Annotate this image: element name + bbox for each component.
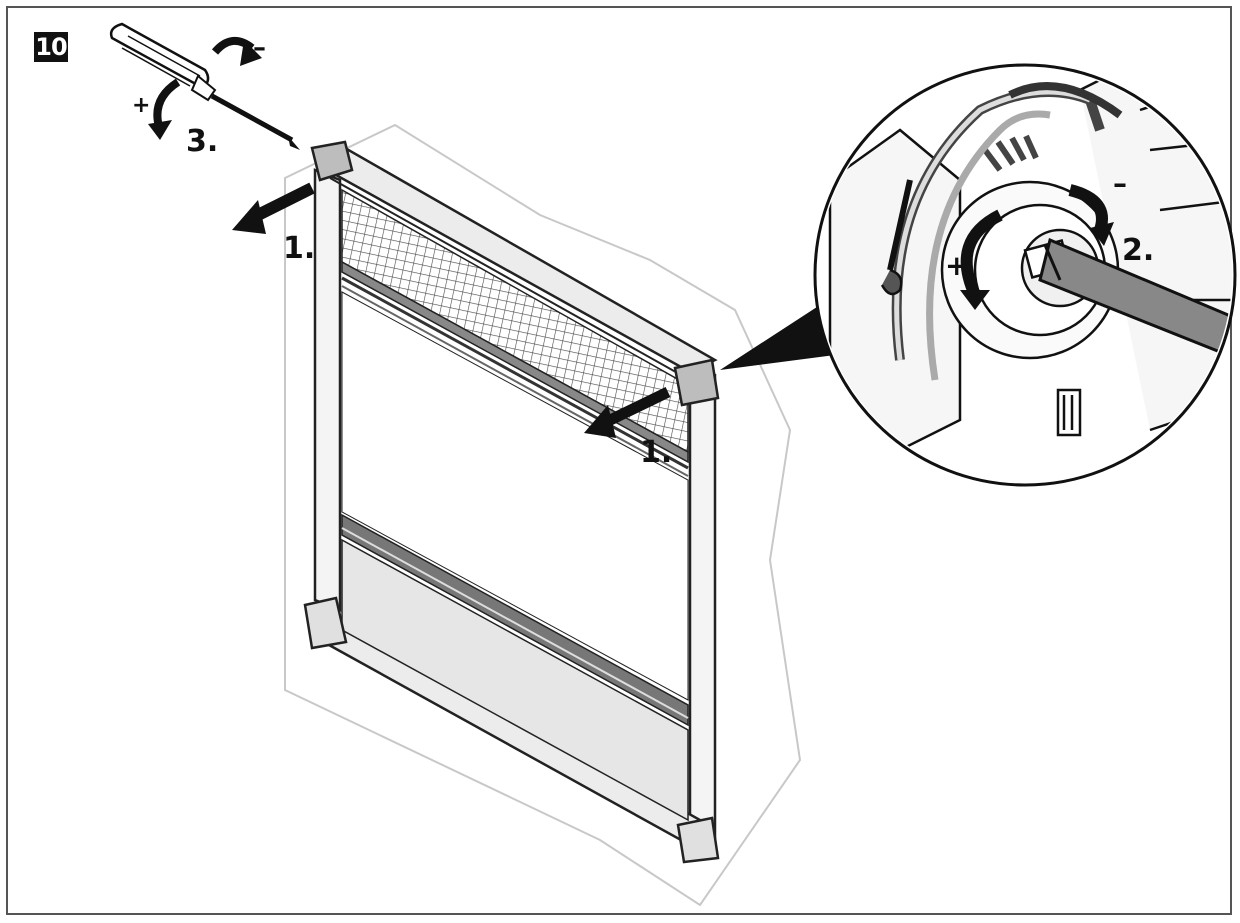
label-pull-left: 1. xyxy=(283,231,315,266)
screwdriver-icon xyxy=(109,22,300,150)
spring-mechanism-detail-icon xyxy=(813,63,1237,487)
bottom-panel xyxy=(341,538,689,822)
pull-arrow-icon xyxy=(232,182,315,234)
label-minus-detail: – xyxy=(1113,167,1127,200)
label-step-2: 2. xyxy=(1122,233,1154,268)
label-plus-detail: + xyxy=(945,249,968,282)
step-number-badge: 10 xyxy=(34,32,68,62)
label-step-3: 3. xyxy=(186,124,218,159)
label-plus-top: + xyxy=(132,93,150,118)
callout-pointer xyxy=(720,305,835,370)
corner-caps xyxy=(303,140,720,864)
pull-arrow-icon xyxy=(584,387,671,438)
label-pull-right: 1. xyxy=(640,435,672,470)
label-minus-top: – xyxy=(253,33,266,63)
wall-outline xyxy=(284,123,802,907)
